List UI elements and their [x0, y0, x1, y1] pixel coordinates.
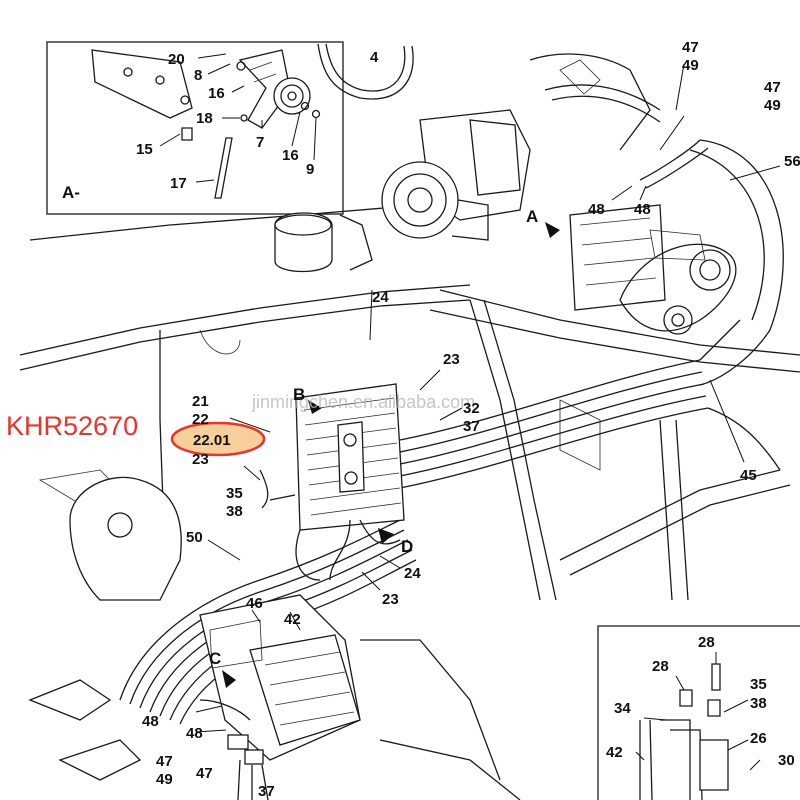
detail-a-callout-6: 16 — [282, 147, 299, 164]
main-callout-6: 48 — [634, 201, 651, 218]
view-label-3: C — [209, 649, 221, 668]
main-callout-26: 47 — [196, 765, 213, 782]
main-callout-27: 37 — [258, 783, 275, 800]
detail-inset-bottom-right — [597, 625, 800, 800]
view-arrows — [222, 222, 560, 688]
highlight-ellipse — [170, 421, 266, 457]
main-callout-22: 48 — [142, 713, 159, 730]
main-callout-2: 47 — [764, 79, 781, 96]
mount-bracket — [69, 476, 182, 601]
main-callout-3: 49 — [764, 97, 781, 114]
main-leaders — [195, 63, 781, 733]
detail-inset-callout-1: 28 — [652, 658, 669, 675]
detail-a-callout-8: 17 — [170, 175, 187, 192]
detail-a-callout-9: 4 — [370, 49, 379, 66]
main-callout-15: 38 — [226, 503, 243, 520]
control-valve — [199, 594, 361, 800]
highlighted-ref-number: 22.01 — [193, 432, 231, 449]
view-label-0: A- — [62, 183, 80, 202]
main-callout-12: 22 — [192, 411, 209, 428]
detail-a-callout-4: 15 — [136, 141, 153, 158]
watermark: jinmingchen.en.alibaba.com — [251, 392, 475, 412]
detail-inset-callout-7: 30 — [778, 752, 795, 769]
detail-a-callout-2: 16 — [208, 85, 225, 102]
detail-a-callout-3: 18 — [196, 110, 213, 127]
main-callout-16: 50 — [186, 529, 203, 546]
detail-a-frame — [46, 41, 344, 215]
main-callout-5: 48 — [588, 201, 605, 218]
detail-inset-callout-5: 26 — [750, 730, 767, 747]
detail-inset-callout-0: 28 — [698, 634, 715, 651]
detail-inset-callout-4: 34 — [614, 700, 631, 717]
view-arrow-c — [222, 670, 236, 688]
oil-cooler — [269, 383, 405, 581]
pump-assembly — [569, 139, 784, 386]
part-code-label: KHR52670 — [6, 411, 138, 441]
main-callout-14: 35 — [226, 485, 243, 502]
detail-inset-callout-6: 42 — [606, 744, 623, 761]
main-callout-13: 23 — [192, 451, 209, 468]
view-arrow-a — [545, 222, 560, 238]
main-callout-1: 49 — [682, 57, 699, 74]
view-arrow-b — [308, 400, 322, 414]
main-callout-9: 32 — [463, 400, 480, 417]
view-label-4: D — [401, 537, 413, 556]
detail-a-callout-5: 7 — [256, 134, 264, 151]
main-callout-0: 47 — [682, 39, 699, 56]
detail-a-callout-0: 20 — [168, 51, 185, 68]
view-label-1: A — [526, 207, 538, 226]
main-callout-21: 45 — [740, 467, 757, 484]
detail-a-callout-7: 9 — [306, 161, 314, 178]
main-callout-24: 47 — [156, 753, 173, 770]
main-callout-19: 46 — [246, 595, 263, 612]
main-callout-23: 48 — [186, 725, 203, 742]
main-callout-4: 56 — [784, 153, 800, 170]
main-callout-11: 21 — [192, 393, 209, 410]
main-callout-18: 23 — [382, 591, 399, 608]
main-callout-10: 37 — [463, 418, 480, 435]
main-callout-20: 42 — [284, 611, 301, 628]
main-callout-8: 23 — [443, 351, 460, 368]
engine-block — [274, 53, 661, 273]
chassis-frame — [19, 204, 800, 800]
main-callout-25: 49 — [156, 771, 173, 788]
main-callout-17: 24 — [404, 565, 421, 582]
view-arrow-d — [378, 528, 394, 544]
detail-inset-callout-2: 35 — [750, 676, 767, 693]
detail-a-callout-1: 8 — [194, 67, 202, 84]
main-callout-7: 24 — [372, 289, 389, 306]
detail-a-inset — [46, 41, 414, 215]
detail-inset-callout-3: 38 — [750, 695, 767, 712]
view-label-2: B — [293, 385, 305, 404]
